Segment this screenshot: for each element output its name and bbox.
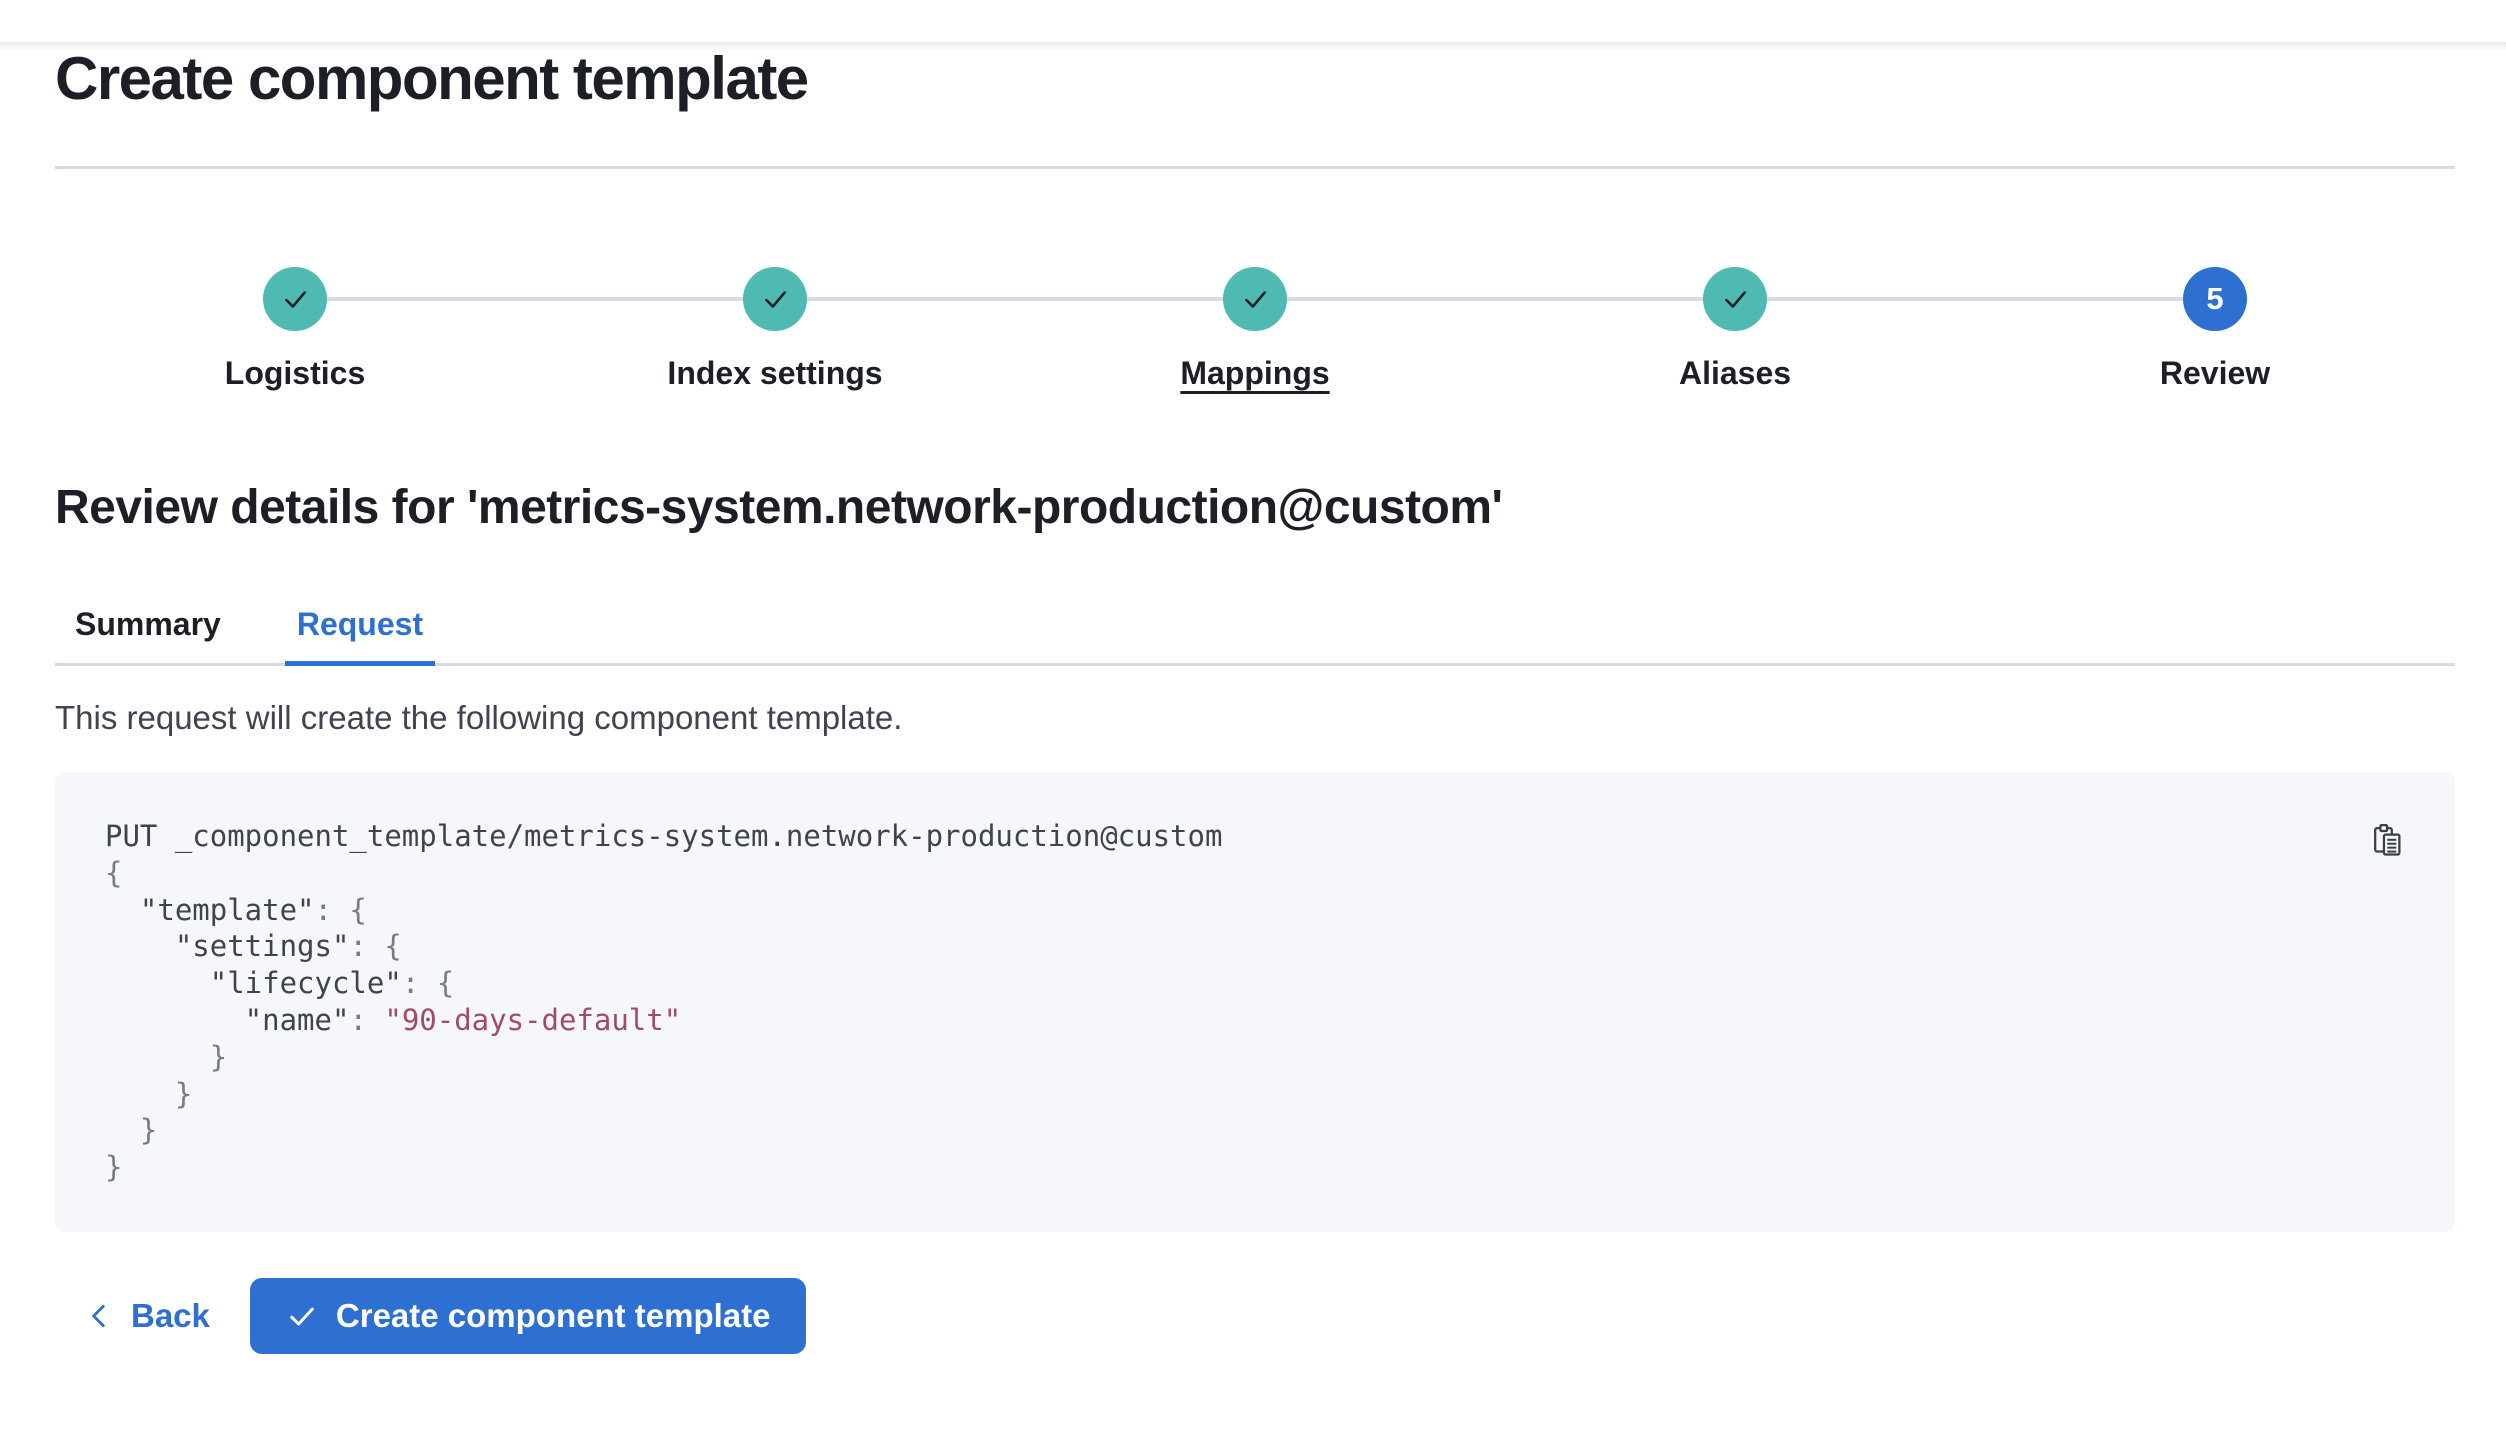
footer-actions: Back Create component template <box>55 1277 2455 1354</box>
copy-clipboard-icon <box>2374 823 2401 856</box>
chevron-left-icon <box>92 1304 105 1328</box>
code-line: { <box>105 855 123 890</box>
tab-bar: Summary Request <box>55 603 2455 666</box>
check-icon <box>285 291 306 308</box>
top-scroll-shadow <box>0 42 2506 52</box>
code-line: "name": "90-days-default" <box>105 1002 682 1037</box>
step-number: 5 <box>2206 281 2224 316</box>
code-line: } <box>105 1039 228 1074</box>
title-divider <box>55 166 2455 169</box>
code-line: } <box>105 1150 123 1185</box>
step-aliases[interactable]: Aliases <box>1495 267 1975 393</box>
step-complete-circle <box>1703 267 1767 331</box>
step-index-settings[interactable]: Index settings <box>535 267 1015 393</box>
check-icon <box>1725 291 1746 308</box>
tab-request[interactable]: Request <box>284 603 436 666</box>
step-complete-circle <box>1223 267 1287 331</box>
step-label: Index settings <box>667 355 883 391</box>
page-title: Create component template <box>55 45 809 112</box>
request-description: This request will create the following c… <box>55 699 903 736</box>
step-logistics[interactable]: Logistics <box>55 267 535 393</box>
step-label: Mappings <box>1180 355 1330 391</box>
step-mappings[interactable]: Mappings <box>1015 267 1495 393</box>
step-complete-circle <box>263 267 327 331</box>
tab-summary[interactable]: Summary <box>63 603 233 663</box>
back-button-label: Back <box>131 1296 210 1334</box>
back-button[interactable]: Back <box>55 1297 210 1335</box>
check-icon <box>290 1307 314 1326</box>
review-heading: Review details for 'metrics-system.netwo… <box>55 481 1503 534</box>
step-number-circle: 5 <box>2183 267 2247 331</box>
create-component-template-button[interactable]: Create component template <box>249 1277 807 1354</box>
code-line: "lifecycle": { <box>105 966 455 1001</box>
code-line: "template": { <box>105 892 367 927</box>
check-icon <box>765 291 786 308</box>
code-block: PUT _component_template/metrics-system.n… <box>105 818 2405 1186</box>
request-code-panel: PUT _component_template/metrics-system.n… <box>55 772 2455 1232</box>
code-line: "settings": { <box>105 929 402 964</box>
code-line: PUT _component_template/metrics-system.n… <box>105 819 1223 853</box>
step-label: Logistics <box>224 355 366 391</box>
check-icon <box>1245 291 1266 308</box>
code-line: } <box>105 1113 158 1148</box>
step-label: Review <box>2159 355 2271 391</box>
step-label: Aliases <box>1678 355 1792 391</box>
step-complete-circle <box>743 267 807 331</box>
create-button-label: Create component template <box>335 1296 771 1334</box>
code-line: } <box>105 1076 193 1111</box>
copy-button[interactable] <box>2369 822 2407 860</box>
create-component-template-page: Create component template Logistics Index… <box>0 42 2506 1354</box>
